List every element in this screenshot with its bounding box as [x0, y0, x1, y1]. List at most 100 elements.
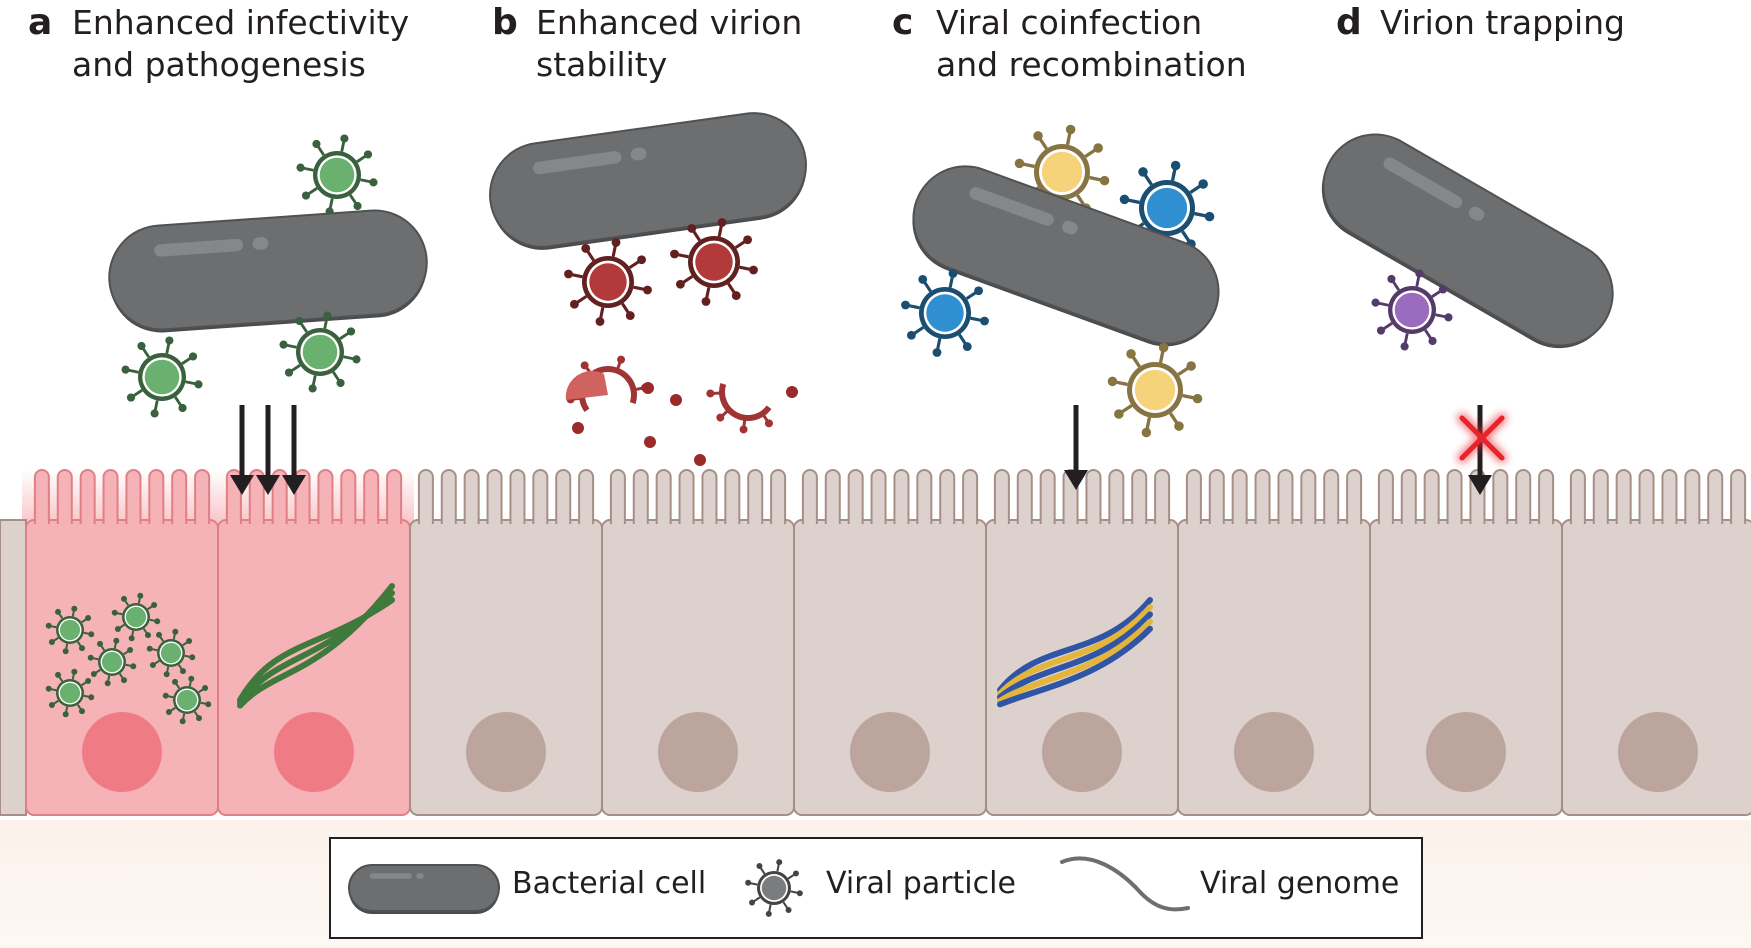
microvillus [79, 469, 96, 533]
virus-spike-tip [625, 311, 635, 321]
viral-debris [644, 436, 656, 448]
viral-particle-icon [1119, 160, 1215, 256]
blocked-cross-icon [1457, 413, 1507, 463]
arrow-head [282, 475, 306, 495]
microvillus [770, 469, 787, 533]
viral-debris [642, 382, 654, 394]
virus-spike-tip [172, 628, 179, 635]
virus-spike-tip [71, 668, 78, 675]
panel-d-title-line1: Virion trapping [1380, 3, 1626, 42]
nucleus [1426, 712, 1506, 792]
virus-spike-tip [78, 645, 85, 652]
virus-spike-tip [163, 671, 170, 678]
bacterial-cell-icon [912, 165, 1220, 347]
microvillus [1131, 469, 1148, 533]
microvillus [993, 469, 1010, 533]
microvillus [724, 469, 741, 533]
microvillus [194, 469, 211, 533]
cell-apical-mask [604, 524, 792, 538]
epithelial-cell [409, 469, 603, 816]
microvillus [1039, 469, 1056, 533]
virus-spike-tip [1114, 409, 1124, 419]
bacterial-cell-icon [1321, 133, 1614, 349]
microvillus [532, 469, 549, 533]
microvillus [1615, 469, 1632, 533]
arrow-head [1064, 470, 1088, 490]
virus-spike-tip [901, 300, 910, 310]
virus-spike-tip [179, 668, 186, 675]
broken-virus-fragment [706, 383, 773, 434]
virus-capsid-core [761, 875, 787, 901]
arrow-head [230, 475, 254, 495]
microvillus [148, 469, 165, 533]
virus-spike-tip [151, 602, 158, 609]
legend-label-bacterial-cell: Bacterial cell [512, 866, 707, 901]
virus-spike-tip [1204, 211, 1215, 222]
virus-spike-tip [369, 178, 378, 187]
viral-debris [786, 386, 798, 398]
arrow-down-icon [282, 405, 306, 495]
virus-spike-tip [301, 191, 311, 200]
virus-spike-tip [918, 274, 928, 284]
virus-spike-tip [172, 678, 179, 685]
microvillus [578, 469, 595, 533]
epithelial-cell [1177, 469, 1371, 816]
microvillus [1231, 469, 1248, 533]
fragment-spike-tip [716, 413, 725, 422]
microvillus [678, 469, 695, 533]
cell-apical-mask [412, 524, 600, 538]
virus-capsid-core [144, 359, 180, 395]
virus-spike-tip [717, 218, 727, 227]
virus-capsid-core [59, 619, 81, 641]
microvillus [1016, 469, 1033, 533]
legend-icons [348, 856, 1190, 917]
virus-spike-tip [78, 708, 85, 715]
virus-spike-tip [581, 243, 591, 253]
panel-c-title-line2: and recombination [936, 45, 1247, 84]
virus-spike-tip [88, 694, 95, 701]
bacterium-highlight [1383, 157, 1463, 209]
microvillus [1707, 469, 1724, 533]
virus-spike-tip [749, 265, 758, 275]
virus-spike-tip [127, 647, 134, 654]
virus-spike-tip [149, 661, 156, 668]
virus-spike-tip [980, 316, 989, 326]
virus-spike-tip [1158, 342, 1169, 353]
microvillus [1538, 469, 1555, 533]
microvillus [962, 469, 979, 533]
viral-particle-icon [1014, 124, 1110, 220]
virus-spike-tip [162, 692, 169, 699]
virus-spike-tip [743, 235, 753, 245]
viral-particle-icon [1371, 269, 1453, 351]
virus-spike-tip [194, 380, 203, 389]
fragment-spike-tip [739, 425, 748, 434]
virus-spike-tip [121, 365, 130, 374]
virus-spike-tip [749, 899, 756, 906]
microvillus [1446, 469, 1463, 533]
bacterium-body [348, 864, 500, 912]
virus-spike-tip [643, 285, 652, 295]
virus-spike-tip [670, 249, 679, 259]
cell-apical-mask [220, 524, 408, 538]
microvillus [1300, 469, 1317, 533]
virus-spike-tip [687, 223, 697, 233]
viral-genome-strand [997, 618, 1153, 704]
epithelium [0, 469, 1751, 816]
arrow-head [256, 475, 280, 495]
microvillus [1277, 469, 1294, 533]
virus-spike-tip [731, 291, 741, 301]
virus-spike-tip [1126, 349, 1136, 359]
microvillus [1400, 469, 1417, 533]
microvillus [632, 469, 649, 533]
nucleus [466, 712, 546, 792]
virus-spike-tip [352, 355, 361, 364]
microvillus [655, 469, 672, 533]
legend-label-viral-particle: Viral particle [826, 866, 1016, 901]
panel-c-scene [901, 124, 1220, 708]
virus-spike-tip [121, 595, 128, 602]
legend-viral-genome-icon [1060, 856, 1190, 912]
virus-spike-tip [1415, 269, 1424, 278]
virus-spike-tip [569, 299, 579, 309]
microvillus [801, 469, 818, 533]
